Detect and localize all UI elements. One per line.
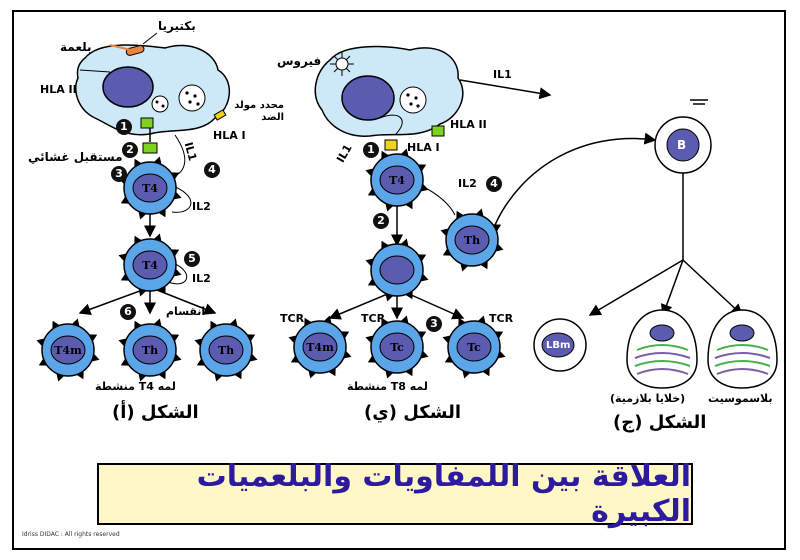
t4m-cell-a-label: T4m xyxy=(54,344,82,357)
step-a3: 3 xyxy=(111,166,127,182)
step-a5: 5 xyxy=(184,251,200,267)
phagosome-label: بلعمة xyxy=(60,40,92,54)
step-b3: 3 xyxy=(426,316,442,332)
figure-c xyxy=(533,99,778,389)
th-cell-b-label: Th xyxy=(464,234,480,247)
il2-label-b: IL2 xyxy=(458,177,477,190)
macrophage-a-nucleus xyxy=(102,66,154,108)
caption-b: الشكل (ي) xyxy=(364,402,461,423)
il2-label-a2: IL2 xyxy=(192,272,211,285)
figure-a xyxy=(74,32,231,316)
tcr-label-2: TCR xyxy=(361,312,386,325)
membrane-receptor-label: مستقبل غشائي xyxy=(28,150,123,164)
tc-cell-b1-label: Tc xyxy=(390,341,404,354)
hla1-marker-a xyxy=(213,109,227,121)
activated-t8-label: لمه T8 منشطة xyxy=(347,380,428,393)
tc-cell-b2: Tc xyxy=(442,315,506,379)
blank-cell-b xyxy=(365,238,429,302)
t4b-cell-a-label: T4 xyxy=(142,259,158,272)
figure-b xyxy=(314,45,657,320)
th-cell-b: Th xyxy=(440,208,504,272)
t4m-cell-b: T4m xyxy=(288,315,352,379)
caption-c: الشكل (ج) xyxy=(613,412,707,433)
t4m-cell-b-label: T4m xyxy=(306,341,334,354)
vesicle-b xyxy=(399,86,427,114)
page-title: العلاقة بين اللمفاويات والبلعميات الكبير… xyxy=(196,459,691,529)
plasma-cell-1 xyxy=(626,309,698,389)
virus-label: فيروس xyxy=(277,54,322,68)
copyright: Idriss DIDAC : All rights reserved xyxy=(22,531,120,538)
step-b1: 1 xyxy=(363,142,379,158)
plasma-cell-2 xyxy=(707,309,778,389)
tc-cell-b2-label: Tc xyxy=(467,341,481,354)
step-b2: 2 xyxy=(373,213,389,229)
tc-cell-b1: Tc xyxy=(365,315,429,379)
hla2-receptor-b xyxy=(431,125,445,137)
th-cell-a2-label: Th xyxy=(218,344,234,357)
hla1-receptor-b xyxy=(384,139,398,151)
macrophage-b-nucleus xyxy=(341,75,395,121)
bacteria-label: بكتيريا xyxy=(158,19,196,33)
plasma-cells-label: (خلايا بلازمية) xyxy=(610,392,686,405)
activated-t4-label: لمه T4 منشطة xyxy=(95,380,176,393)
il1-out-label: IL1 xyxy=(493,68,512,81)
t4-cell-a-label: T4 xyxy=(142,182,158,195)
hla2-receptor-a xyxy=(140,117,154,129)
membrane-receptor-a xyxy=(142,142,158,154)
hla1-label-b: HLA I xyxy=(407,141,440,154)
vesicle-a2 xyxy=(178,84,206,112)
t4-cell-a: T4 xyxy=(118,156,182,220)
step-b4: 4 xyxy=(486,176,502,192)
bacterium-shape xyxy=(125,45,145,56)
b-cell-label: B xyxy=(677,138,687,152)
plasmocyte-label: بلاسموسيت xyxy=(708,392,773,405)
vesicle-a1 xyxy=(151,95,169,113)
hla1-label-a: HLA I xyxy=(213,129,246,142)
caption-a: الشكل (أ) xyxy=(112,402,199,423)
step-a1: 1 xyxy=(116,119,132,135)
lbm-label: LBm xyxy=(546,340,571,351)
th-cell-a1: Th xyxy=(118,318,182,382)
il2-label-a1: IL2 xyxy=(192,200,211,213)
step-a4: 4 xyxy=(204,162,220,178)
th-cell-a2: Th xyxy=(194,318,258,382)
lbm-cell-nucleus xyxy=(541,332,575,358)
th-cell-a1-label: Th xyxy=(142,344,158,357)
tcr-label-1: TCR xyxy=(280,312,305,325)
hla2-label-a: HLA II xyxy=(40,83,77,96)
hla2-label-b: HLA II xyxy=(450,118,487,131)
tcr-label-3: TCR xyxy=(489,312,514,325)
step-a6: 6 xyxy=(120,304,136,320)
division-label: انقسام xyxy=(166,305,206,318)
t4b-cell-a: T4 xyxy=(118,233,182,297)
t4-cell-b: T4 xyxy=(365,148,429,212)
antigen-determinant-label: محدد مولد الضد xyxy=(234,100,284,123)
title-box: العلاقة بين اللمفاويات والبلعميات الكبير… xyxy=(97,459,693,529)
t4-cell-b-label: T4 xyxy=(389,174,405,187)
b-cell-nucleus xyxy=(666,128,700,162)
step-a2: 2 xyxy=(122,142,138,158)
page-frame xyxy=(12,10,786,550)
t4m-cell-a: T4m xyxy=(36,318,100,382)
